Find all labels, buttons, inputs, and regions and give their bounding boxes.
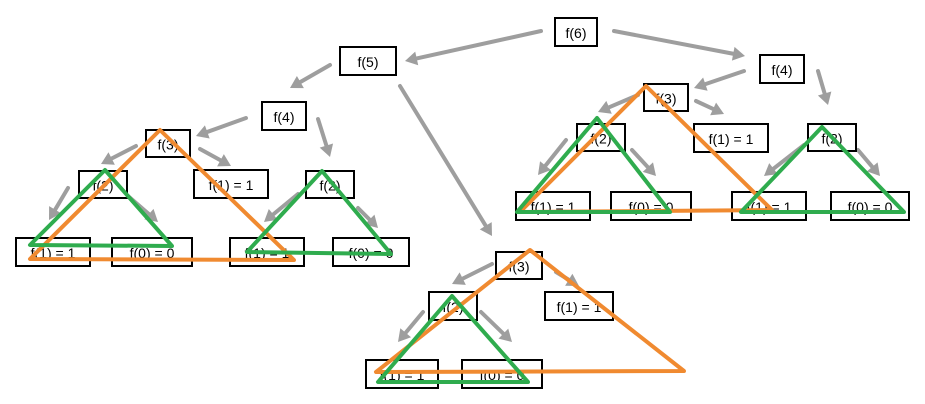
node-f4b: f(4) [759, 54, 805, 84]
node-label: f(1) = 1 [557, 299, 602, 315]
node-label: f(6) [566, 25, 587, 41]
arrow-f3c-to-f2e [452, 262, 494, 285]
arrow-f4b-to-f2d [816, 69, 832, 105]
overlap-small-triangle-bottom [376, 294, 530, 384]
node-label: f(1) = 1 [709, 131, 754, 147]
arrow-f3a-to-f1b [198, 147, 231, 167]
node-f1b: f(1) = 1 [193, 169, 269, 199]
node-label: f(4) [772, 62, 793, 78]
node-f4a: f(4) [261, 101, 307, 131]
arrow-f2e-to-f1g [398, 310, 425, 342]
overlap-large-triangle-bottom [374, 248, 686, 374]
arrow-f2e-to-f0e [479, 310, 512, 342]
node-f1e: f(1) = 1 [693, 123, 769, 153]
arrow-f2c-to-f1d [538, 138, 568, 175]
arrow-f2a-to-f1a [49, 186, 70, 220]
overlap-small-triangle-left-a [28, 168, 174, 248]
arrow-f6-to-f4b [612, 29, 745, 61]
arrow-f5-to-f4a [290, 63, 332, 89]
node-label: f(0) = 0 [130, 245, 175, 261]
node-f0a: f(0) = 0 [111, 237, 193, 267]
node-label: f(4) [274, 109, 295, 125]
arrow-f6-to-f5 [405, 29, 543, 66]
arrow-f2d-to-f0d [856, 148, 880, 176]
call-nodes: f(6)f(5)f(4)f(4)f(3)f(3)f(3)f(2)f(2)f(2)… [15, 17, 910, 389]
call-arrows [49, 29, 880, 342]
node-f1a: f(1) = 1 [15, 237, 91, 267]
node-f5: f(5) [339, 46, 397, 76]
arrow-f4a-to-f3a [196, 116, 248, 139]
node-f3b: f(3) [643, 83, 689, 112]
node-f1h: f(1) = 1 [544, 291, 614, 321]
arrow-f5-to-f3c [398, 84, 492, 236]
arrow-f4a-to-f2b [316, 117, 334, 157]
overlap-small-triangle-right-b [739, 125, 906, 214]
arrow-f3a-to-f2a [101, 144, 138, 165]
node-f0c: f(0) = 0 [610, 191, 692, 221]
node-f2b: f(2) [305, 170, 355, 199]
arrow-f2b-to-f1c [264, 192, 300, 222]
repeated-subtree-highlights [28, 84, 906, 384]
node-f6: f(6) [554, 17, 598, 47]
overlap-small-triangle-left-b [245, 169, 393, 256]
arrow-f4b-to-f3b [694, 69, 746, 91]
overlap-small-triangle-right-a [515, 116, 672, 214]
node-label: f(5) [358, 54, 379, 70]
arrow-f3b-to-f1e [694, 99, 724, 116]
arrow-f2c-to-f0c [630, 148, 656, 176]
overlap-large-triangle-left [28, 128, 296, 262]
